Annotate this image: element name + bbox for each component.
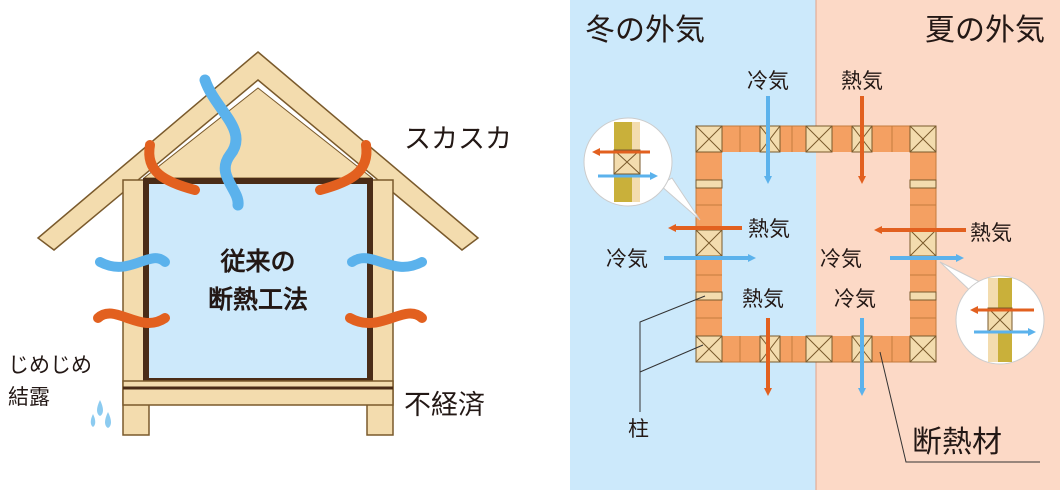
hot-air-roof-right-arrow bbox=[315, 140, 372, 195]
house-roof bbox=[36, 51, 480, 251]
insulation-leader-line bbox=[879, 351, 1040, 463]
pillar-leader-line bbox=[639, 295, 706, 412]
wall-detail-bubble-left bbox=[583, 117, 701, 221]
cold-air-roof-arrow bbox=[199, 74, 244, 211]
winter-title: 冬の外気 bbox=[585, 13, 705, 48]
summer-hot-side-label: 熱気 bbox=[970, 221, 1012, 245]
hot-air-wall-left-arrow bbox=[93, 308, 170, 328]
winter-cold-top-label: 冷気 bbox=[747, 69, 789, 93]
winter-hot-bottom-label: 熱気 bbox=[742, 287, 784, 311]
insulation-label: 断熱材 bbox=[912, 425, 1002, 460]
hot-air-wall-right-arrow bbox=[345, 308, 427, 328]
summer-cold-side-label: 冷気 bbox=[820, 247, 862, 271]
pillar-label: 柱 bbox=[628, 417, 649, 441]
external-insulation-diagram: 冬の外気 夏の外気 bbox=[570, 0, 1060, 490]
hot-air-roof-left-arrow bbox=[144, 140, 200, 195]
wall-detail-bubble-right bbox=[939, 261, 1045, 365]
summer-title: 夏の外気 bbox=[925, 13, 1045, 48]
cold-air-wall-right-arrow bbox=[347, 253, 427, 272]
uneconomical-label: 不経済 bbox=[404, 390, 485, 421]
summer-cold-bottom-label: 冷気 bbox=[834, 287, 876, 311]
summer-hot-top-label: 熱気 bbox=[841, 69, 883, 93]
winter-hot-side-label: 熱気 bbox=[748, 217, 790, 241]
condensation-label-line1: じめじめ bbox=[8, 353, 92, 377]
center-label-line2: 断熱工法 bbox=[208, 285, 308, 314]
cold-air-wall-left-arrow bbox=[95, 253, 170, 272]
traditional-house: 従来の 断熱工法 スカスカ じめじめ 結露 不経済 bbox=[8, 51, 512, 436]
house-floor bbox=[122, 380, 394, 406]
condensation-droplets-icon bbox=[90, 400, 111, 428]
condensation-label-line2: 結露 bbox=[8, 385, 50, 409]
house-interior bbox=[146, 184, 370, 380]
center-label-line1: 従来の bbox=[219, 247, 295, 276]
winter-cold-side-label: 冷気 bbox=[606, 247, 648, 271]
roof-gap-label: スカスカ bbox=[404, 124, 512, 155]
